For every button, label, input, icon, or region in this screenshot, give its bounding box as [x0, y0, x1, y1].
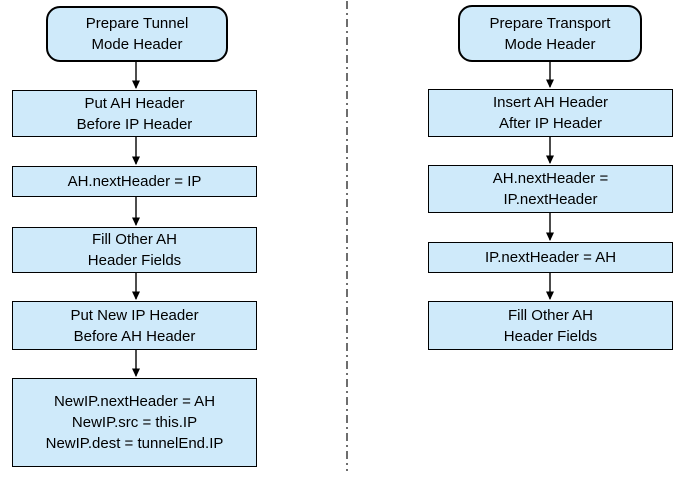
- transport-step-fill-other-fields: Fill Other AH Header Fields: [428, 301, 673, 350]
- tunnel-mode-start-node: Prepare Tunnel Mode Header: [46, 6, 228, 62]
- transport-step-ip-nextheader: IP.nextHeader = AH: [428, 242, 673, 273]
- tunnel-step-newip-fields: NewIP.nextHeader = AH NewIP.src = this.I…: [12, 378, 257, 467]
- transport-step-ah-nextheader: AH.nextHeader = IP.nextHeader: [428, 165, 673, 213]
- transport-step-insert-ah-header: Insert AH Header After IP Header: [428, 89, 673, 137]
- tunnel-step-ah-nextheader: AH.nextHeader = IP: [12, 166, 257, 197]
- tunnel-step-put-ah-header: Put AH Header Before IP Header: [12, 90, 257, 137]
- tunnel-step-fill-other-fields: Fill Other AH Header Fields: [12, 227, 257, 273]
- transport-mode-start-node: Prepare Transport Mode Header: [458, 5, 642, 62]
- tunnel-step-put-new-ip-header: Put New IP Header Before AH Header: [12, 301, 257, 350]
